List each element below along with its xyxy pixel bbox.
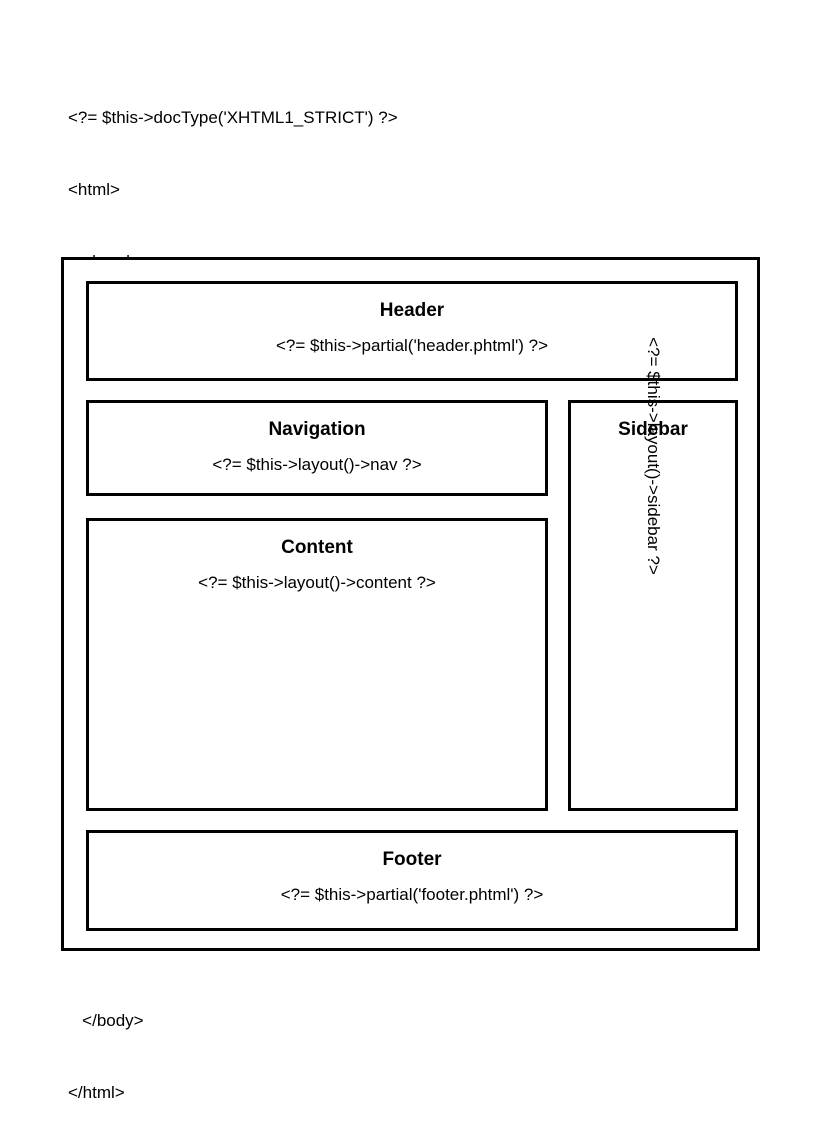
region-footer-code: <?= $this->partial('footer.phtml') ?>	[280, 885, 544, 904]
region-header-code: <?= $this->partial('header.phtml') ?>	[275, 336, 549, 355]
region-footer: Footer <?= $this->partial('footer.phtml'…	[86, 830, 738, 931]
region-navigation: Navigation <?= $this->layout()->nav ?>	[86, 400, 548, 496]
region-sidebar-code: <?= $this->layout()->sidebar ?>	[644, 337, 664, 575]
region-content-code: <?= $this->layout()->content ?>	[198, 573, 436, 592]
code-block-bottom: </body> </html>	[68, 961, 144, 1129]
region-header: Header <?= $this->partial('header.phtml'…	[86, 281, 738, 381]
region-sidebar-code-wrap: <?= $this->layout()->sidebar ?>	[571, 337, 735, 802]
region-navigation-code: <?= $this->layout()->nav ?>	[212, 455, 422, 474]
region-content-title: Content	[281, 537, 353, 558]
layout-outer-box: Header <?= $this->partial('header.phtml'…	[61, 257, 760, 951]
code-line: </body>	[68, 1011, 144, 1030]
region-content: Content <?= $this->layout()->content ?>	[86, 518, 548, 811]
region-sidebar: Sidebar <?= $this->layout()->sidebar ?>	[568, 337, 738, 811]
code-line: <html>	[68, 180, 120, 199]
region-header-title: Header	[379, 300, 445, 321]
region-footer-title: Footer	[382, 849, 442, 870]
code-line: <?= $this->docType('XHTML1_STRICT') ?>	[68, 108, 398, 127]
code-line: </html>	[68, 1083, 125, 1102]
region-sidebar-title: Sidebar	[618, 419, 688, 440]
region-navigation-title: Navigation	[268, 419, 366, 440]
